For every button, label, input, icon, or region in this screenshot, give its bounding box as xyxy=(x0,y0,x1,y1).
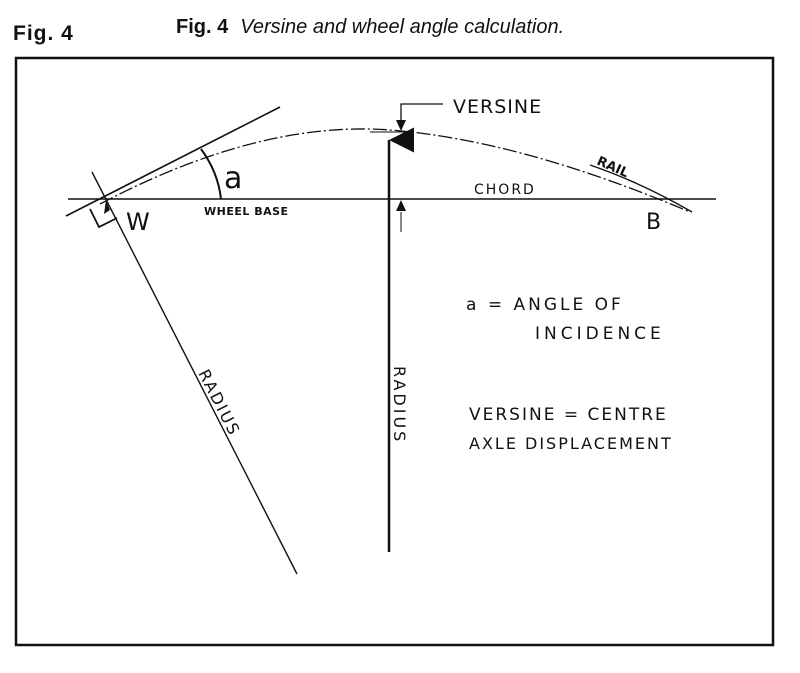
caption-number: Fig. 4 xyxy=(176,16,229,38)
radius-left-label: RADIUS xyxy=(194,366,244,439)
angle-arc xyxy=(200,148,222,200)
versine-leader xyxy=(400,103,443,120)
wheel-base-label: WHEEL BASE xyxy=(204,205,289,218)
radius-center-label: RADIUS xyxy=(390,366,409,444)
figure-label: Fig. 4 xyxy=(13,22,74,45)
versine-label: VERSINE xyxy=(453,96,542,118)
angle-symbol-label: a xyxy=(224,161,242,196)
figure-frame xyxy=(14,56,775,647)
w-arrow-icon xyxy=(104,200,110,214)
tangent-line xyxy=(65,106,281,217)
legend-angle-line1: a = ANGLE OF xyxy=(466,295,624,315)
caption-text: Versine and wheel angle calculation. xyxy=(240,16,565,38)
point-w-label: W xyxy=(126,208,150,236)
chord-label: CHORD xyxy=(474,182,536,198)
legend-angle-line2: INCIDENCE xyxy=(535,324,665,344)
radius-line-left xyxy=(91,171,298,575)
right-angle-marker xyxy=(89,208,118,229)
point-b-label: B xyxy=(646,210,661,235)
versine-arrow-up-icon xyxy=(396,200,406,211)
legend-versine-line1: VERSINE = CENTRE xyxy=(469,405,668,425)
rail-curve-solid-end xyxy=(589,164,693,213)
versine-arrow-down-icon xyxy=(396,120,406,131)
legend-versine-line2: AXLE DISPLACEMENT xyxy=(469,434,673,453)
figure-caption: Fig. 4 Versine and wheel angle calculatio… xyxy=(176,16,564,39)
